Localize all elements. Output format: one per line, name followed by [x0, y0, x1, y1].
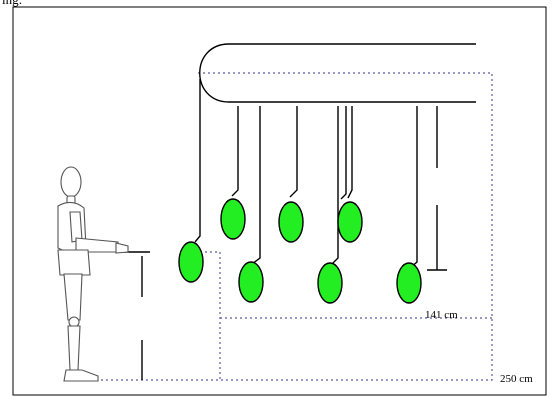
string-1: [194, 79, 201, 243]
figure-shin: [67, 325, 81, 371]
string-3: [251, 106, 261, 265]
fruits: [178, 198, 422, 304]
string-5: [330, 106, 339, 266]
fruit-3: [238, 261, 264, 303]
string-4: [289, 106, 298, 198]
string-8: [347, 106, 353, 199]
dotted-outline: [68, 72, 493, 381]
fruit-1: [178, 241, 204, 283]
fruit-7: [396, 262, 422, 304]
fruit-6: [337, 201, 363, 243]
hanging-strings: [194, 79, 418, 268]
string-2: [231, 106, 239, 197]
fruit-5: [317, 262, 343, 304]
depth-dimension-label: 141 cm: [425, 309, 458, 321]
mannequin-figure: [57, 166, 129, 382]
dimension-markers: [124, 106, 447, 380]
figure-hips: [57, 249, 91, 276]
figure-head: [60, 166, 82, 198]
fruit-4: [278, 201, 304, 243]
figure-hand: [115, 242, 129, 254]
overhead-rail: [199, 43, 476, 103]
width-dimension-label: 250 cm: [500, 373, 533, 385]
outer-frame-border: [12, 6, 547, 396]
string-7: [410, 106, 418, 268]
outline-reach-box: [205, 251, 221, 380]
string-6: [340, 106, 347, 200]
caption-text: ing:: [2, 0, 22, 8]
figure-foot: [63, 369, 99, 382]
fruit-2: [220, 198, 246, 240]
figure-thigh: [63, 273, 83, 321]
outline-floor-box: [68, 72, 493, 381]
